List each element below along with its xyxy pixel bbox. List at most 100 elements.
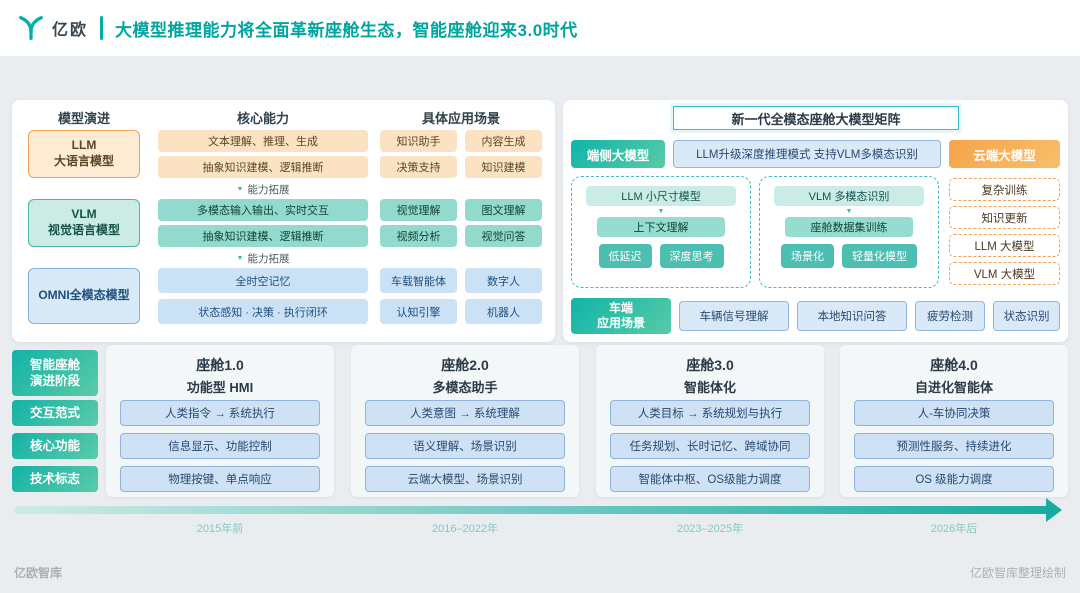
down-arrow-icon: ▼ <box>845 208 853 215</box>
scenario-grid-llm: 知识助手 内容生成 决策支持 知识建模 <box>380 130 542 178</box>
capability-stack-vlm: 多模态输入输出、实时交互 抽象知识建模、逻辑推断 <box>158 199 368 247</box>
model-name: VLM <box>71 207 97 222</box>
stage-card-cockpit-2-0: 座舱2.0 多模态助手 人类意图 → 系统理解 语义理解、场景识别 云端大模型、… <box>351 345 579 497</box>
side-label-core-function: 核心功能 <box>12 433 98 459</box>
stage-title: 座舱1.0 功能型 HMI <box>106 355 334 396</box>
scenario-item: 视频分析 <box>380 225 457 247</box>
llm-group-box: LLM 小尺寸模型 ▼ 上下文理解 低延迟 深度思考 <box>571 176 751 288</box>
equalocean-logo: 亿欧 <box>16 13 88 43</box>
cloud-item: VLM 大模型 <box>949 262 1060 285</box>
side-label-tech-marker: 技术标志 <box>12 466 98 492</box>
scenario-item: 认知引擎 <box>380 299 457 324</box>
page-title: 大模型推理能力将全面革新座舱生态，智能座舱迎来3.0时代 <box>115 20 578 40</box>
stage-item: 云端大模型、场景识别 <box>365 466 565 492</box>
era-label: 2026年后 <box>930 523 978 535</box>
stage-item: 任务规划、长时记忆、跨域协同 <box>610 433 810 459</box>
column-header-core-capability: 核心能力 <box>236 111 289 126</box>
model-evolution-panel: 模型演进 核心能力 具体应用场景 LLM 大语言模型 文本理解、推理、生成 抽象… <box>12 100 555 342</box>
header: 亿欧 大模型推理能力将全面革新座舱生态，智能座舱迎来3.0时代 <box>0 0 1080 56</box>
scenario-item: 知识助手 <box>380 130 457 152</box>
stage-item: 人类目标 → 系统规划与执行 <box>610 400 810 426</box>
timeline-arrowhead-icon <box>1046 498 1062 522</box>
side-label-line: 智能座舱 <box>29 357 80 372</box>
scenario-item: 决策支持 <box>380 156 457 178</box>
stage-item: 预测性服务、持续进化 <box>854 433 1054 459</box>
llm-upgrade-bar: LLM升级深度推理模式 支持VLM多模态识别 <box>673 140 941 168</box>
stage-card-cockpit-4-0: 座舱4.0 自进化智能体 人-车协同决策 预测性服务、持续进化 OS 级能力调度 <box>840 345 1068 497</box>
model-box-omni: OMNI全模态模型 <box>28 268 140 324</box>
scenario-item: 视觉理解 <box>380 199 457 221</box>
stage-title-line: 多模态助手 <box>432 380 498 395</box>
model-box-vlm: VLM 视觉语言模型 <box>28 199 140 247</box>
model-name: OMNI全模态模型 <box>38 288 130 303</box>
footer-source: 亿欧智库整理绘制 <box>969 566 1066 580</box>
stage-title-line: 功能型 HMI <box>186 380 254 395</box>
stage-card-cockpit-1-0: 座舱1.0 功能型 HMI 人类指令 → 系统执行 信息显示、功能控制 物理按键… <box>106 345 334 497</box>
scenario-item: 车载智能体 <box>380 268 457 293</box>
stage-item: 信息显示、功能控制 <box>120 433 320 459</box>
cloud-item: 知识更新 <box>949 206 1060 229</box>
model-name: LLM <box>71 138 97 153</box>
brand-name: 亿欧 <box>52 22 89 39</box>
llm-group-features: 低延迟 深度思考 <box>598 244 724 269</box>
capability-item: 文本理解、推理、生成 <box>158 130 368 152</box>
feature-item: 轻量化模型 <box>842 244 917 269</box>
side-label-line: 演进阶段 <box>29 374 80 388</box>
vlm-group-features: 场景化 轻量化模型 <box>781 244 917 269</box>
scenario-item: 视觉问答 <box>465 225 542 247</box>
feature-item: 低延迟 <box>598 244 652 269</box>
scene-item: 状态识别 <box>993 301 1060 331</box>
expand-down-icon: ▼ <box>236 254 244 262</box>
cloud-item: 复杂训练 <box>949 178 1060 201</box>
expand-down-icon: ▼ <box>236 185 244 193</box>
capability-item: 全时空记忆 <box>158 268 368 293</box>
scenario-grid-omni: 车载智能体 数字人 认知引擎 机器人 <box>380 268 542 324</box>
stage-item: 语义理解、场景识别 <box>365 433 565 459</box>
scene-item: 疲劳检测 <box>915 301 985 331</box>
model-box-llm: LLM 大语言模型 <box>28 130 140 178</box>
era-label: 2016–2022年 <box>431 523 499 535</box>
capability-stack-omni: 全时空记忆 状态感知 · 决策 · 执行闭环 <box>158 268 368 324</box>
stage-title-line: 智能体化 <box>683 380 736 395</box>
vehicle-scene-badge: 车端 应用场景 <box>571 298 671 334</box>
vlm-multimodal-recognition: VLM 多模态识别 <box>774 186 924 206</box>
edge-model-badge: 端侧大模型 <box>571 140 665 168</box>
stage-card-cockpit-3-0: 座舱3.0 智能体化 人类目标 → 系统规划与执行 任务规划、长时记忆、跨域协同… <box>596 345 824 497</box>
matrix-title: 新一代全模态座舱大模型矩阵 <box>673 106 959 130</box>
down-arrow-icon: ▼ <box>657 208 665 215</box>
stage-title-line: 座舱2.0 <box>441 357 489 373</box>
stage-title-line: 座舱1.0 <box>196 357 244 373</box>
scenario-grid-vlm: 视觉理解 图文理解 视频分析 视觉问答 <box>380 199 542 247</box>
stage-item: 智能体中枢、OS级能力调度 <box>610 466 810 492</box>
context-understanding: 上下文理解 <box>597 217 725 238</box>
timeline-bar <box>14 506 1050 514</box>
stage-item: 物理按键、单点响应 <box>120 466 320 492</box>
stage-title: 座舱2.0 多模态助手 <box>351 355 579 396</box>
scenario-item: 机器人 <box>465 299 542 324</box>
era-label: 2015年前 <box>196 523 244 535</box>
scenario-item: 数字人 <box>465 268 542 293</box>
header-divider <box>100 16 104 40</box>
column-header-application-scenarios: 具体应用场景 <box>421 111 500 126</box>
stage-item: 人-车协同决策 <box>854 400 1054 426</box>
model-subname: 视觉语言模型 <box>47 223 120 237</box>
stage-item: 人类意图 → 系统理解 <box>365 400 565 426</box>
era-label: 2023–2025年 <box>676 523 744 535</box>
expand-text: 能力拓展 <box>247 252 290 265</box>
capability-item: 抽象知识建模、逻辑推断 <box>158 225 368 247</box>
vlm-group-box: VLM 多模态识别 ▼ 座舱数据集训练 场景化 轻量化模型 <box>759 176 939 288</box>
cockpit-model-matrix-panel: 新一代全模态座舱大模型矩阵 端侧大模型 LLM升级深度推理模式 支持VLM多模态… <box>563 100 1068 342</box>
scene-item: 本地知识问答 <box>797 301 907 331</box>
column-header-model-evolution: 模型演进 <box>57 111 110 126</box>
scene-label-line: 应用场景 <box>596 316 645 330</box>
feature-item: 深度思考 <box>659 244 724 269</box>
stage-title-line: 座舱3.0 <box>686 357 734 373</box>
scenario-item: 内容生成 <box>465 130 542 152</box>
side-label-evolution-stage: 智能座舱 演进阶段 <box>12 350 98 396</box>
stage-item: 人类指令 → 系统执行 <box>120 400 320 426</box>
stage-title: 座舱4.0 自进化智能体 <box>840 355 1068 396</box>
feature-item: 场景化 <box>781 244 834 269</box>
capability-item: 多模态输入输出、实时交互 <box>158 199 368 221</box>
cloud-item: LLM 大模型 <box>949 234 1060 257</box>
equalocean-logo-icon <box>19 16 43 40</box>
